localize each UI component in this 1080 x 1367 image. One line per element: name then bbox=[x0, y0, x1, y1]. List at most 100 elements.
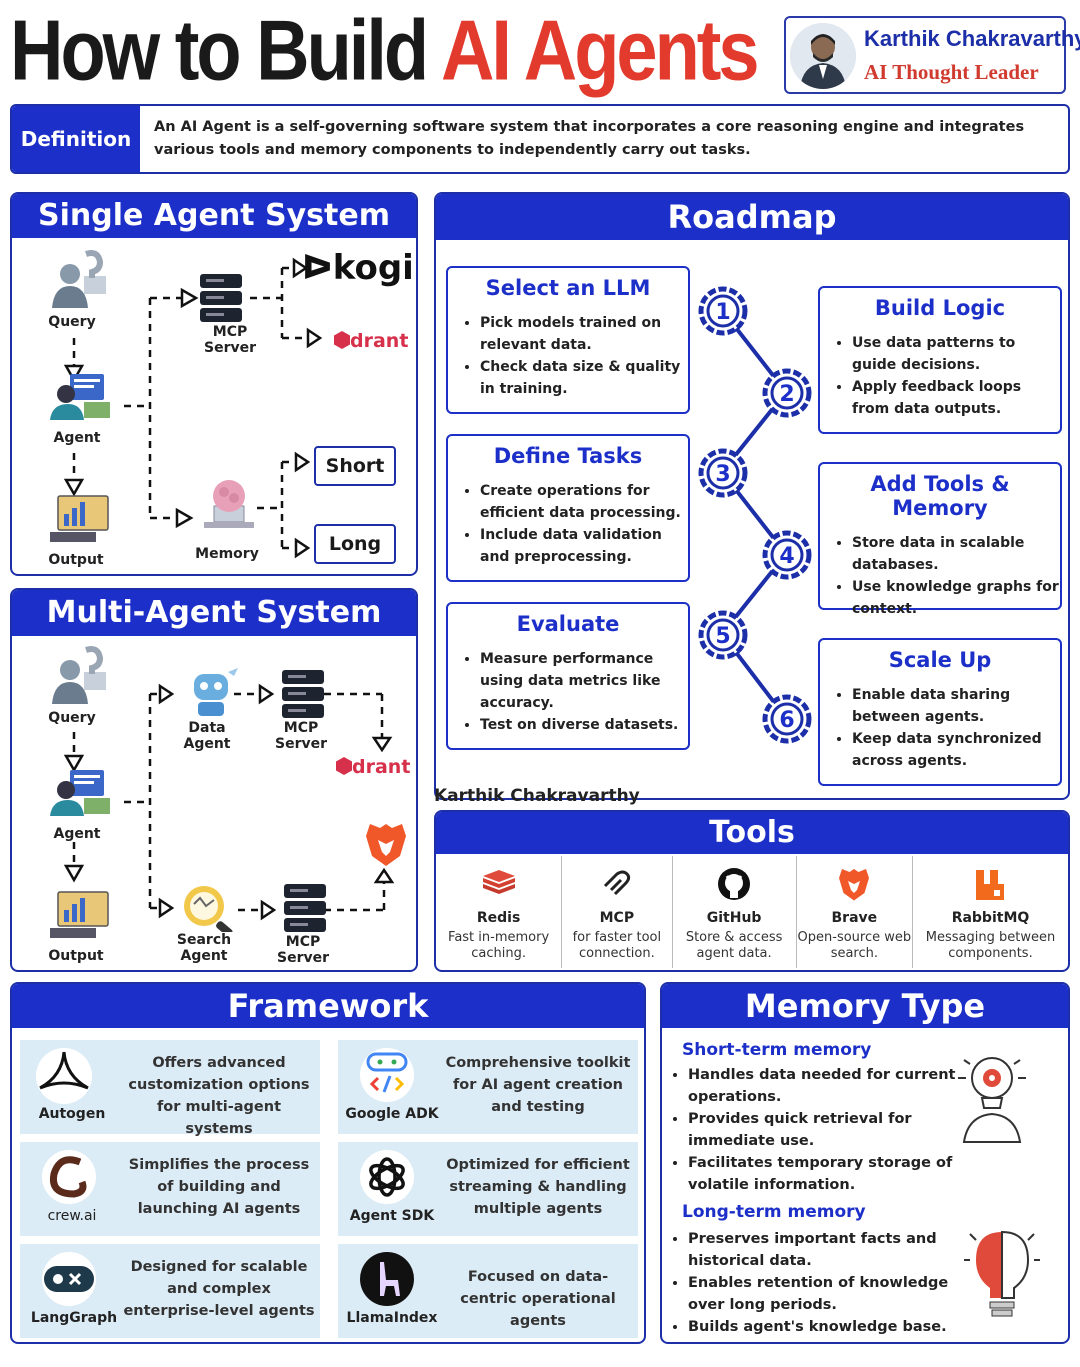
memory-brain-icon bbox=[204, 480, 254, 528]
roadmap-step-2-card: Build Logic Use data patterns to guide d… bbox=[818, 286, 1062, 434]
definition-box: Definition An AI Agent is a self-governi… bbox=[10, 104, 1070, 174]
search-agent-label: Search Agent bbox=[176, 932, 232, 964]
tool-name: Redis bbox=[476, 910, 521, 926]
framework-title: Framework bbox=[12, 984, 644, 1028]
roadmap-step-1-item: Check data size & quality in training. bbox=[480, 356, 688, 400]
framework-desc: Designed for scalable and complex enterp… bbox=[123, 1259, 315, 1319]
multi-agent-panel: Multi-Agent System bbox=[10, 588, 418, 972]
short-term-item: Handles data needed for current operatio… bbox=[688, 1064, 968, 1108]
step-1-number: 1 bbox=[715, 300, 730, 325]
multi-query-label: Query bbox=[48, 710, 96, 726]
llamaindex-icon bbox=[360, 1252, 414, 1306]
roadmap-step-4-card: Add Tools & Memory Store data in scalabl… bbox=[818, 462, 1062, 617]
rabbitmq-icon bbox=[976, 870, 1005, 900]
single-mcp-label: MCP Server bbox=[203, 324, 256, 356]
langgraph-icon bbox=[42, 1252, 96, 1306]
framework-crewai: crew.ai Simplifies the process of buildi… bbox=[20, 1142, 320, 1236]
framework-desc: Comprehensive toolkit for AI agent creat… bbox=[445, 1055, 631, 1115]
short-term-title: Short-term memory bbox=[682, 1040, 872, 1060]
crewai-icon bbox=[42, 1150, 96, 1204]
agent-icon bbox=[50, 374, 110, 420]
multi-agent-title: Multi-Agent System bbox=[12, 590, 416, 636]
autogen-icon bbox=[36, 1048, 92, 1104]
qdrant-icon bbox=[336, 757, 352, 775]
step-3-number: 3 bbox=[715, 462, 730, 487]
roadmap-step-2-item: Apply feedback loops from data outputs. bbox=[852, 376, 1060, 420]
step-1-gear-icon: 1 bbox=[698, 286, 748, 336]
framework-panel: Framework Autogen Offers advanced custom… bbox=[10, 982, 646, 1344]
qdrant-text: drant bbox=[350, 330, 409, 352]
single-memory-label: Memory bbox=[195, 546, 259, 562]
roadmap-step-5-item: Test on diverse datasets. bbox=[480, 714, 688, 736]
single-agent-connectors bbox=[63, 257, 323, 559]
short-memory-box: Short bbox=[314, 446, 396, 486]
multi-mcp-label-1: MCP Server bbox=[274, 720, 327, 752]
tool-name: RabbitMQ bbox=[951, 910, 1030, 926]
data-agent-robot-icon bbox=[194, 668, 238, 716]
roadmap-step-6-title: Scale Up bbox=[888, 648, 992, 672]
multi-output-label: Output bbox=[48, 948, 104, 964]
long-term-title: Long-term memory bbox=[682, 1202, 866, 1222]
search-agent-icon bbox=[184, 886, 233, 932]
mcp-server-icon bbox=[200, 274, 242, 322]
qdrant-text: drant bbox=[352, 756, 411, 778]
step-3-gear-icon: 3 bbox=[698, 448, 748, 498]
tool-name: Brave bbox=[831, 910, 878, 926]
tool-desc: for faster tool connection. bbox=[572, 930, 662, 961]
multi-agent-connectors bbox=[63, 683, 395, 921]
framework-google-adk: Google ADK Comprehensive toolkit for AI … bbox=[338, 1040, 638, 1134]
long-term-item: Preserves important facts and historical… bbox=[688, 1228, 978, 1272]
roadmap-step-5-card: Evaluate Measure performance using data … bbox=[446, 602, 690, 750]
tools-panel: Tools Redis Fast in-memory caching. MCP … bbox=[434, 810, 1070, 972]
tool-desc: Fast in-memory caching. bbox=[448, 930, 550, 961]
roadmap-step-6-item: Enable data sharing between agents. bbox=[852, 684, 1060, 728]
tool-github: GitHub Store & access agent data. bbox=[673, 856, 797, 968]
roadmap-step-4-title: Add Tools & Memory bbox=[870, 472, 1010, 520]
multi-agent-label: Agent bbox=[53, 826, 101, 842]
qdrant-logo-single: drant bbox=[334, 330, 408, 352]
framework-desc: Offers advanced customization options fo… bbox=[128, 1055, 310, 1137]
tools-title: Tools bbox=[436, 812, 1068, 854]
long-term-item: Builds agent's knowledge base. bbox=[688, 1316, 978, 1338]
mcp-server-icon bbox=[282, 670, 324, 718]
definition-label: Definition bbox=[12, 106, 140, 172]
short-term-item: Provides quick retrieval for immediate u… bbox=[688, 1108, 968, 1152]
short-term-list: Handles data needed for current operatio… bbox=[666, 1064, 968, 1196]
memory-type-panel: Memory Type Short-term memory Handles da… bbox=[660, 982, 1070, 1344]
step-2-gear-icon: 2 bbox=[762, 368, 812, 418]
single-agent-panel: Single Agent System bbox=[10, 192, 418, 576]
roadmap-step-1-title: Select an LLM bbox=[485, 276, 651, 300]
framework-agent-sdk: Agent SDK Optimized for efficient stream… bbox=[338, 1142, 638, 1236]
roadmap-panel: Roadmap Select an LLM Pick models traine… bbox=[434, 192, 1070, 800]
query-icon bbox=[52, 646, 106, 704]
single-agent-title: Single Agent System bbox=[12, 194, 416, 238]
framework-langgraph: LangGraph Designed for scalable and comp… bbox=[20, 1244, 320, 1338]
title-part-2: AI Agents bbox=[440, 2, 760, 98]
watermark-author: Karthik Chakravarthy bbox=[434, 786, 640, 806]
kogi-logo: ᐅkogi bbox=[302, 248, 414, 288]
roadmap-title: Roadmap bbox=[436, 194, 1068, 240]
tools-row: Redis Fast in-memory caching. MCP for fa… bbox=[436, 856, 1068, 968]
tool-desc: Messaging between components. bbox=[925, 930, 1056, 961]
roadmap-step-5-title: Evaluate bbox=[516, 612, 620, 636]
output-icon bbox=[50, 495, 109, 542]
tool-desc: Store & access agent data. bbox=[685, 930, 783, 961]
step-5-gear-icon: 5 bbox=[698, 610, 748, 660]
author-name: Karthik Chakravarthy bbox=[864, 26, 1080, 51]
github-icon bbox=[718, 868, 751, 900]
step-4-gear-icon: 4 bbox=[762, 530, 812, 580]
tool-rabbitmq: RabbitMQ Messaging between components. bbox=[913, 856, 1068, 968]
framework-desc: Simplifies the process of building and l… bbox=[128, 1157, 310, 1217]
framework-name: Autogen bbox=[38, 1106, 106, 1122]
title-part-1: How to Build bbox=[10, 2, 429, 98]
long-memory-box: Long bbox=[314, 524, 396, 564]
framework-name: Google ADK bbox=[345, 1106, 439, 1122]
mcp-icon bbox=[603, 870, 630, 896]
redis-icon bbox=[482, 870, 515, 894]
framework-name: crew.ai bbox=[47, 1208, 97, 1224]
definition-text: An AI Agent is a self-governing software… bbox=[154, 119, 1025, 158]
roadmap-step-6-item: Keep data synchronized across agents. bbox=[852, 728, 1060, 772]
roadmap-step-3-card: Define Tasks Create operations for effic… bbox=[446, 434, 690, 582]
framework-autogen: Autogen Offers advanced customization op… bbox=[20, 1040, 320, 1137]
data-agent-label: Data Agent bbox=[183, 720, 231, 752]
